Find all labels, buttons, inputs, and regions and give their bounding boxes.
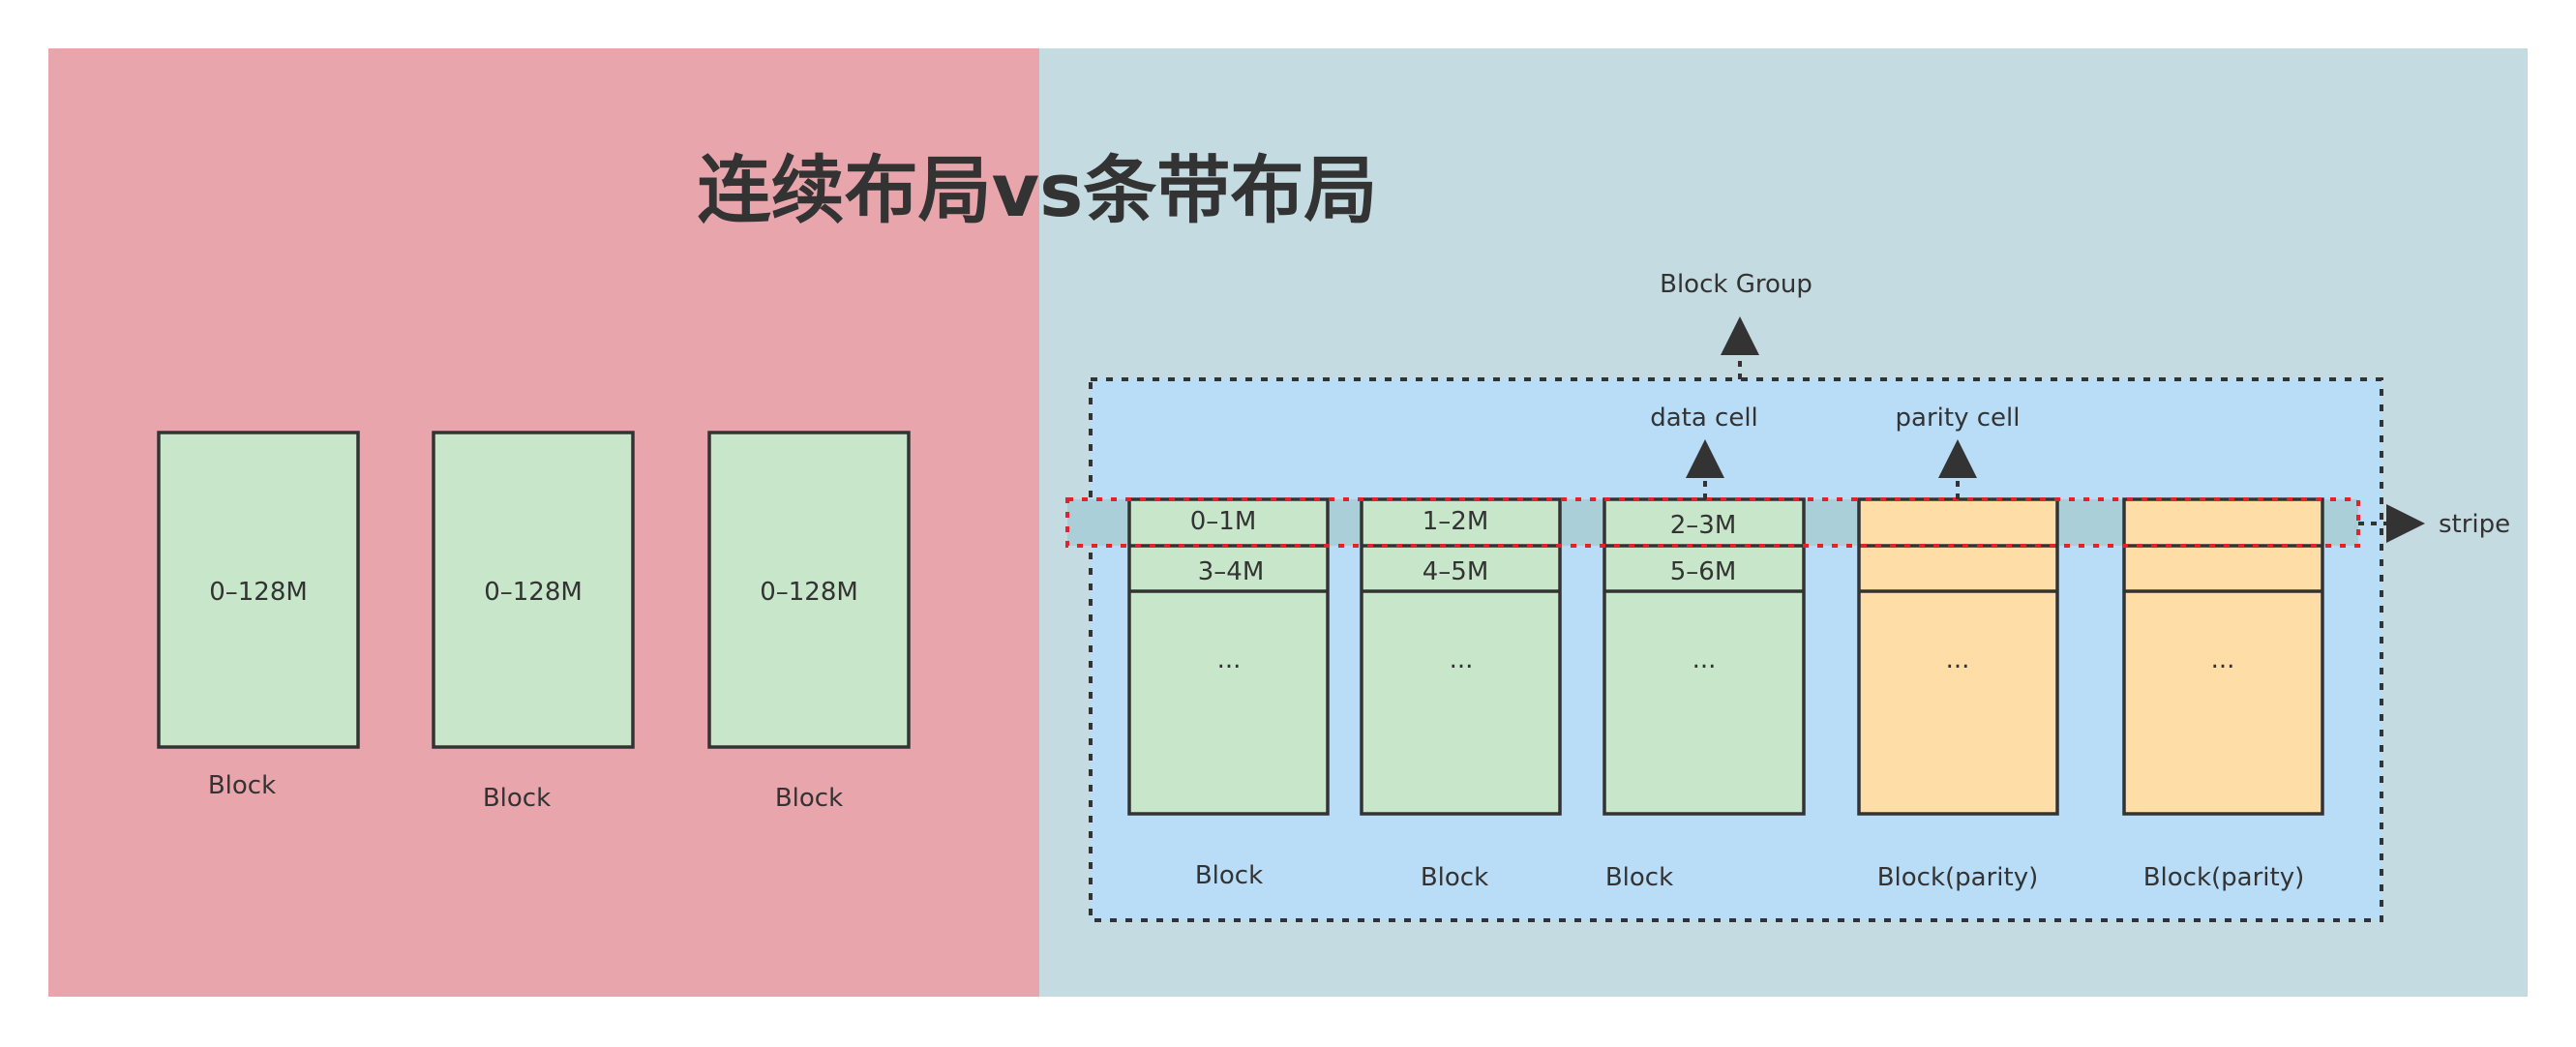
cell-label: 1–2M (1423, 507, 1489, 536)
contiguous-block-1: 0–128M (157, 431, 360, 749)
ellipsis-label: ... (1217, 645, 1242, 674)
striped-block-caption: Block (1605, 863, 1673, 892)
parity-block-caption: Block(parity) (2143, 863, 2305, 892)
striped-block-1: 0–1M 3–4M ... (1127, 497, 1330, 816)
contiguous-block-range: 0–128M (484, 578, 583, 607)
block-group-label: Block Group (1660, 270, 1812, 299)
ellipsis-label: ... (1450, 645, 1474, 674)
contiguous-block-range: 0–128M (209, 578, 308, 607)
contiguous-block-caption: Block (775, 784, 843, 813)
data-cell-label: data cell (1650, 404, 1758, 433)
cell-label: 0–1M (1190, 507, 1257, 536)
parity-block-2: ... (2122, 497, 2324, 816)
ellipsis-label: ... (1946, 645, 1970, 674)
cell-label: 3–4M (1198, 557, 1265, 586)
stripe-label: stripe (2439, 510, 2510, 539)
cell-label: 4–5M (1423, 557, 1489, 586)
parity-cell-label: parity cell (1896, 404, 2021, 433)
contiguous-block-range: 0–128M (760, 578, 858, 607)
parity-block-caption: Block(parity) (1877, 863, 2039, 892)
contiguous-block-caption: Block (208, 771, 276, 800)
cell-label: 5–6M (1670, 557, 1737, 586)
ellipsis-label: ... (2211, 645, 2235, 674)
cell-label: 2–3M (1670, 511, 1737, 540)
ellipsis-label: ... (1692, 645, 1717, 674)
contiguous-block-2: 0–128M (432, 431, 635, 749)
contiguous-block-3: 0–128M (707, 431, 911, 749)
striped-block-caption: Block (1195, 861, 1263, 890)
striped-block-caption: Block (1421, 863, 1488, 892)
parity-block-1: ... (1857, 497, 2059, 816)
diagram-title: 连续布局vs条带布局 (698, 147, 1378, 233)
contiguous-block-caption: Block (483, 784, 551, 813)
